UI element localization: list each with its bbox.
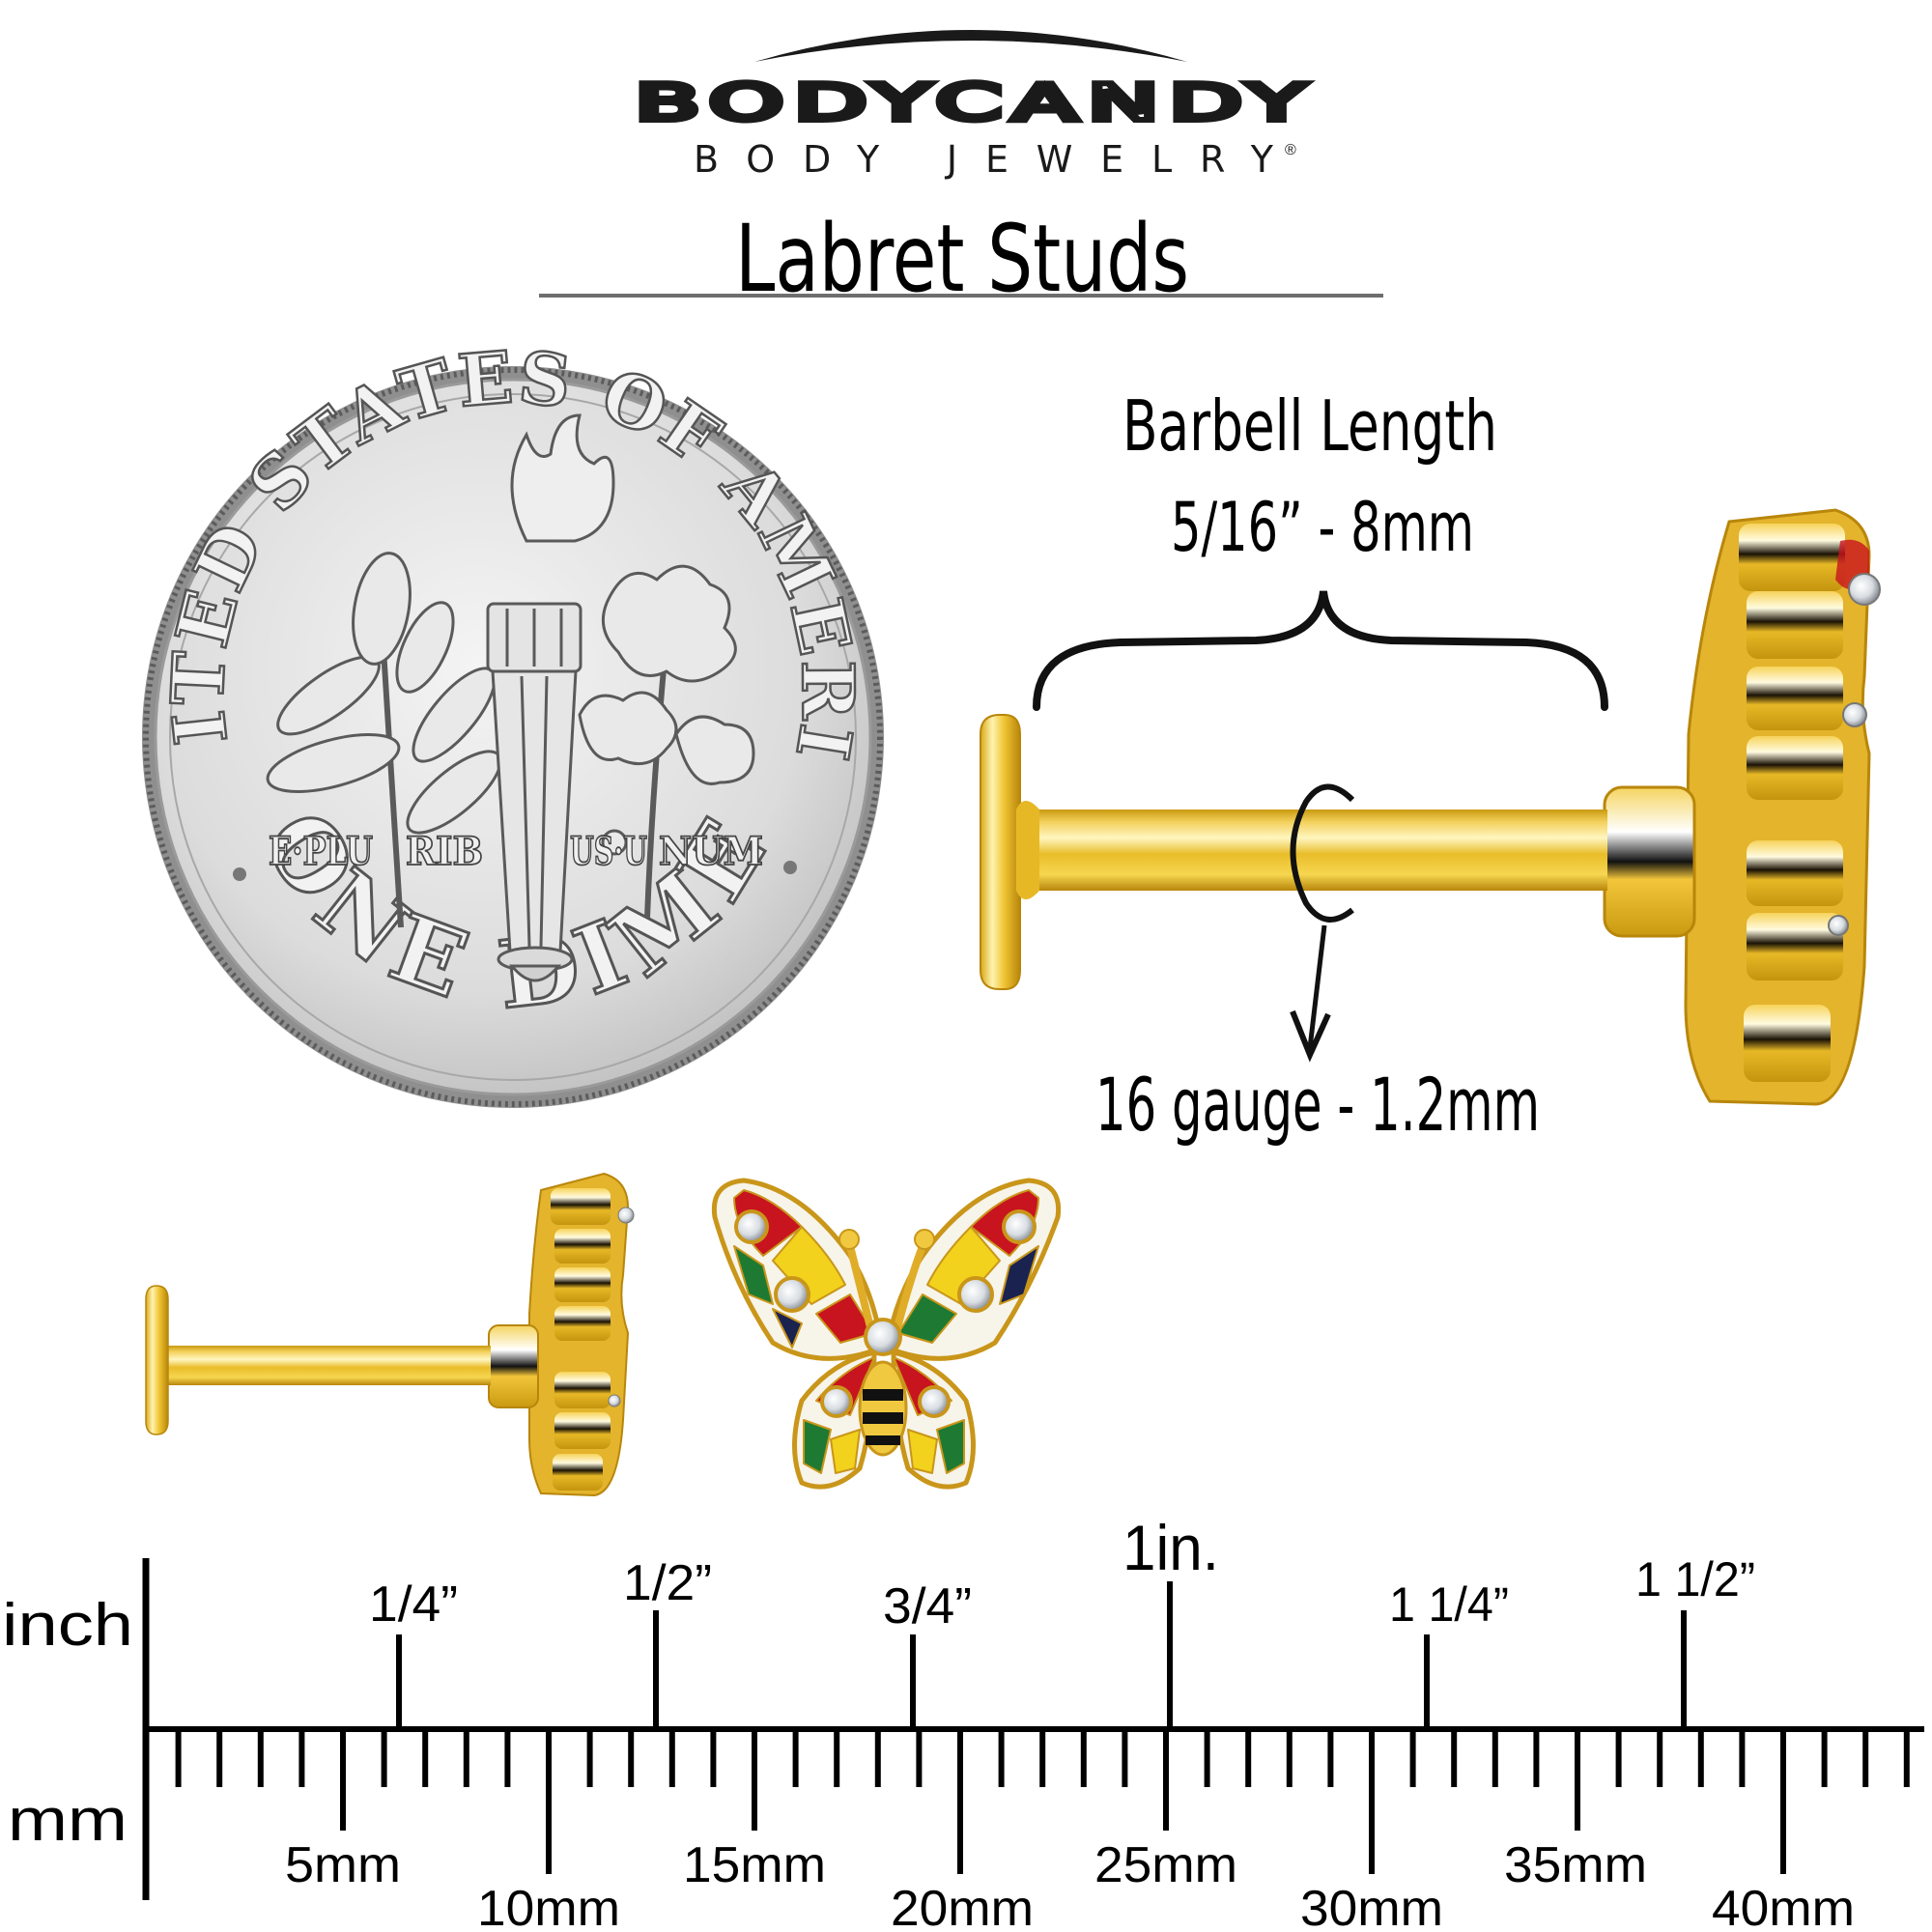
ruler-mm-axis-label: mm [8,1787,128,1854]
arrow-down-icon [1290,1009,1331,1063]
gauge-arrow-shaft [1307,924,1327,1049]
brace-icon [1033,590,1608,711]
svg-text:US·U: US·U [570,829,647,874]
measurement-ruler: inch mm 1/4” 1/2” 3/4” 1in. 1 1/4” 1 1/2… [2,1512,1924,1932]
oak-branch-icon [578,564,755,919]
logo-arc-icon [754,30,1187,62]
mm-label: 35mm [1504,1837,1647,1893]
gauge-circle-icon [1290,783,1355,923]
mm-label: 25mm [1094,1837,1237,1893]
inch-label: 1 1/2” [1635,1552,1755,1606]
registered-mark: ® [1285,142,1296,158]
labret-post [1014,810,1607,891]
mm-label: 10mm [477,1881,620,1932]
inch-labels: 1/4” 1/2” 3/4” 1in. 1 1/4” 1 1/2” [369,1512,1755,1634]
mm-label: 5mm [285,1837,401,1893]
small-labret-side-view [145,1172,635,1497]
inch-label: 3/4” [883,1578,972,1634]
brand-header: BODYCANDY BODY JEWELRY ® Labret Studs [539,30,1383,313]
svg-text:NUM: NUM [659,829,763,874]
svg-text:RIB: RIB [406,829,483,874]
gauge-label: 16 gauge - 1.2mm [1095,1062,1540,1148]
mm-label: 40mm [1712,1881,1855,1932]
inch-label: 1 1/4” [1389,1577,1509,1632]
brand-subtitle: BODY JEWELRY [694,138,1274,181]
mm-ticks [175,1729,1910,1874]
barbell-length-value: 5/16” - 8mm [1171,488,1474,567]
butterfly-front-view [711,1178,1062,1490]
svg-text:E·PLU: E·PLU [269,829,373,874]
butterfly-top-profile [1684,508,1881,1106]
olive-branch-icon [266,552,502,928]
mm-label: 20mm [891,1881,1034,1932]
crystal-gems [734,1209,1037,1418]
large-labret-side-view [980,508,1881,1106]
barbell-length-label: Barbell Length [1122,385,1497,467]
inch-label: 1/2” [623,1555,712,1611]
coin-motto: E·PLU RIB US·U NUM [268,828,764,875]
mm-labels: 5mm 10mm 15mm 20mm 25mm 30mm 35mm 40mm [285,1837,1855,1932]
torch-icon [486,413,615,982]
labret-collar [1603,785,1696,938]
mm-label: 15mm [683,1837,826,1893]
brand-logo: BODYCANDY [636,74,1317,132]
inch-label: 1/4” [369,1577,458,1633]
inch-label: 1in. [1122,1512,1219,1583]
inch-ticks [396,1581,1687,1729]
ruler-inch-axis-label: inch [2,1592,133,1659]
gauge-annotation: 16 gauge - 1.2mm [1095,783,1540,1148]
mm-label: 30mm [1300,1881,1443,1932]
barbell-length-annotation: Barbell Length 5/16” - 8mm [1033,385,1608,711]
labret-flat-back [980,714,1021,990]
